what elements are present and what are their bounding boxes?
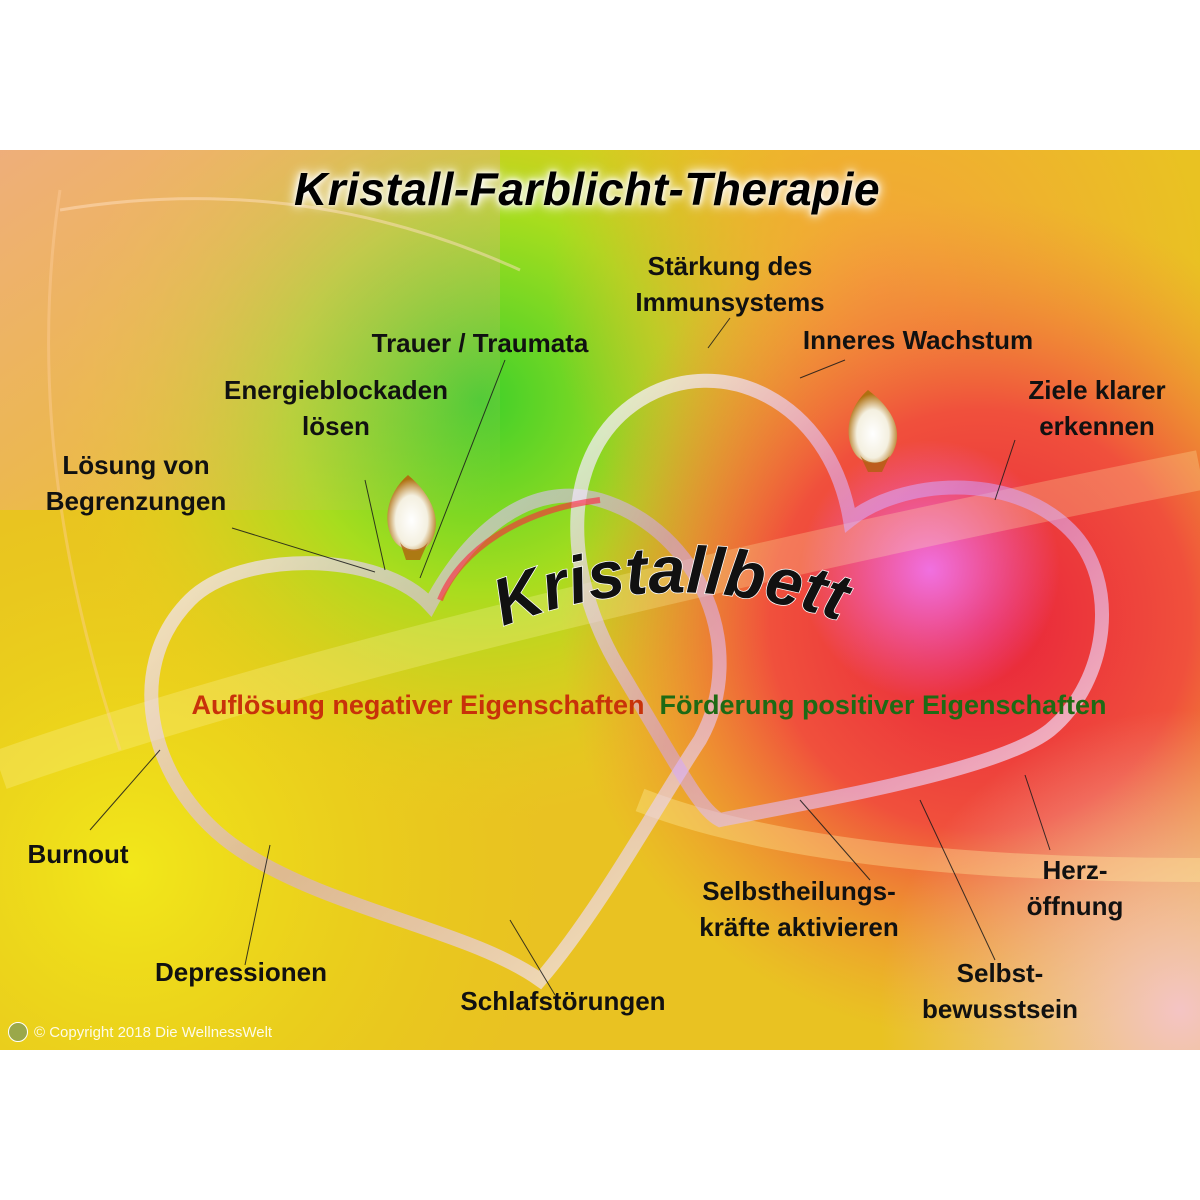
- center-word-arc: Kristallbett: [482, 531, 862, 640]
- wellnesswelt-logo-icon: [8, 1022, 28, 1042]
- label-line: bewusstsein: [921, 994, 1079, 1024]
- label-line: Stärkung des: [647, 251, 813, 281]
- label-line: Ziele klarer: [1028, 375, 1166, 405]
- label-line: öffnung: [1026, 891, 1124, 921]
- label-energie: Energieblockaden lösen: [224, 372, 448, 444]
- label-ziele: Ziele klarer erkennen: [1028, 372, 1165, 444]
- label-line: Selbst-: [956, 958, 1044, 988]
- label-line: Trauer / Traumata: [371, 328, 589, 358]
- label-line: erkennen: [1039, 411, 1155, 441]
- label-loesung: Lösung von Begrenzungen: [46, 447, 227, 519]
- right-heart-text-line: Förderung positiver: [659, 690, 915, 720]
- label-line: lösen: [302, 411, 370, 441]
- label-selbstbewusstsein: Selbst- bewusstsein: [922, 955, 1078, 1027]
- label-line: Depressionen: [155, 957, 327, 987]
- label-line: Energieblockaden: [224, 375, 448, 405]
- left-flame-icon: [387, 475, 436, 560]
- right-heart-text: Förderung positiver Eigenschaften: [659, 687, 1106, 724]
- label-schlaf: Schlafstörungen: [460, 983, 665, 1019]
- label-line: Schlafstörungen: [460, 986, 666, 1016]
- right-heart-text-line: Eigenschaften: [922, 690, 1107, 720]
- label-burnout: Burnout: [27, 836, 128, 872]
- label-line: Burnout: [27, 839, 129, 869]
- label-line: Begrenzungen: [45, 486, 227, 516]
- label-line: kräfte aktivieren: [699, 912, 899, 942]
- label-herz: Herz- öffnung: [1027, 852, 1124, 924]
- page-title: Kristall-Farblicht-Therapie: [293, 163, 881, 215]
- left-heart-outline: [144, 488, 727, 990]
- background-artwork: [0, 150, 1200, 1050]
- left-heart-text-line: Auflösung negativer: [191, 690, 453, 720]
- infographic-canvas: Kristall-Farblicht-Therapie Kristallbett…: [0, 150, 1200, 1050]
- left-heart-text-line: Eigenschaften: [460, 690, 645, 720]
- label-trauer: Trauer / Traumata: [372, 325, 589, 361]
- label-line: Inneres Wachstum: [802, 325, 1034, 355]
- left-heart-text: Auflösung negativer Eigenschaften: [191, 687, 644, 724]
- label-line: Selbstheilungs-: [702, 876, 896, 906]
- label-depressionen: Depressionen: [155, 954, 327, 990]
- right-heart-outline: [570, 373, 1110, 828]
- copyright-text: © Copyright 2018 Die WellnessWelt: [34, 1023, 273, 1041]
- label-line: Herz-: [1042, 855, 1108, 885]
- label-selbstheilung: Selbstheilungs- kräfte aktivieren: [699, 873, 898, 945]
- right-flame-icon: [848, 390, 898, 472]
- label-inneres: Inneres Wachstum: [803, 322, 1033, 358]
- label-line: Immunsystems: [635, 287, 825, 317]
- label-line: Lösung von: [62, 450, 210, 480]
- copyright-notice: © Copyright 2018 Die WellnessWelt: [8, 1022, 272, 1042]
- label-staerkung: Stärkung des Immunsystems: [635, 248, 824, 320]
- center-word: Kristallbett: [483, 532, 861, 639]
